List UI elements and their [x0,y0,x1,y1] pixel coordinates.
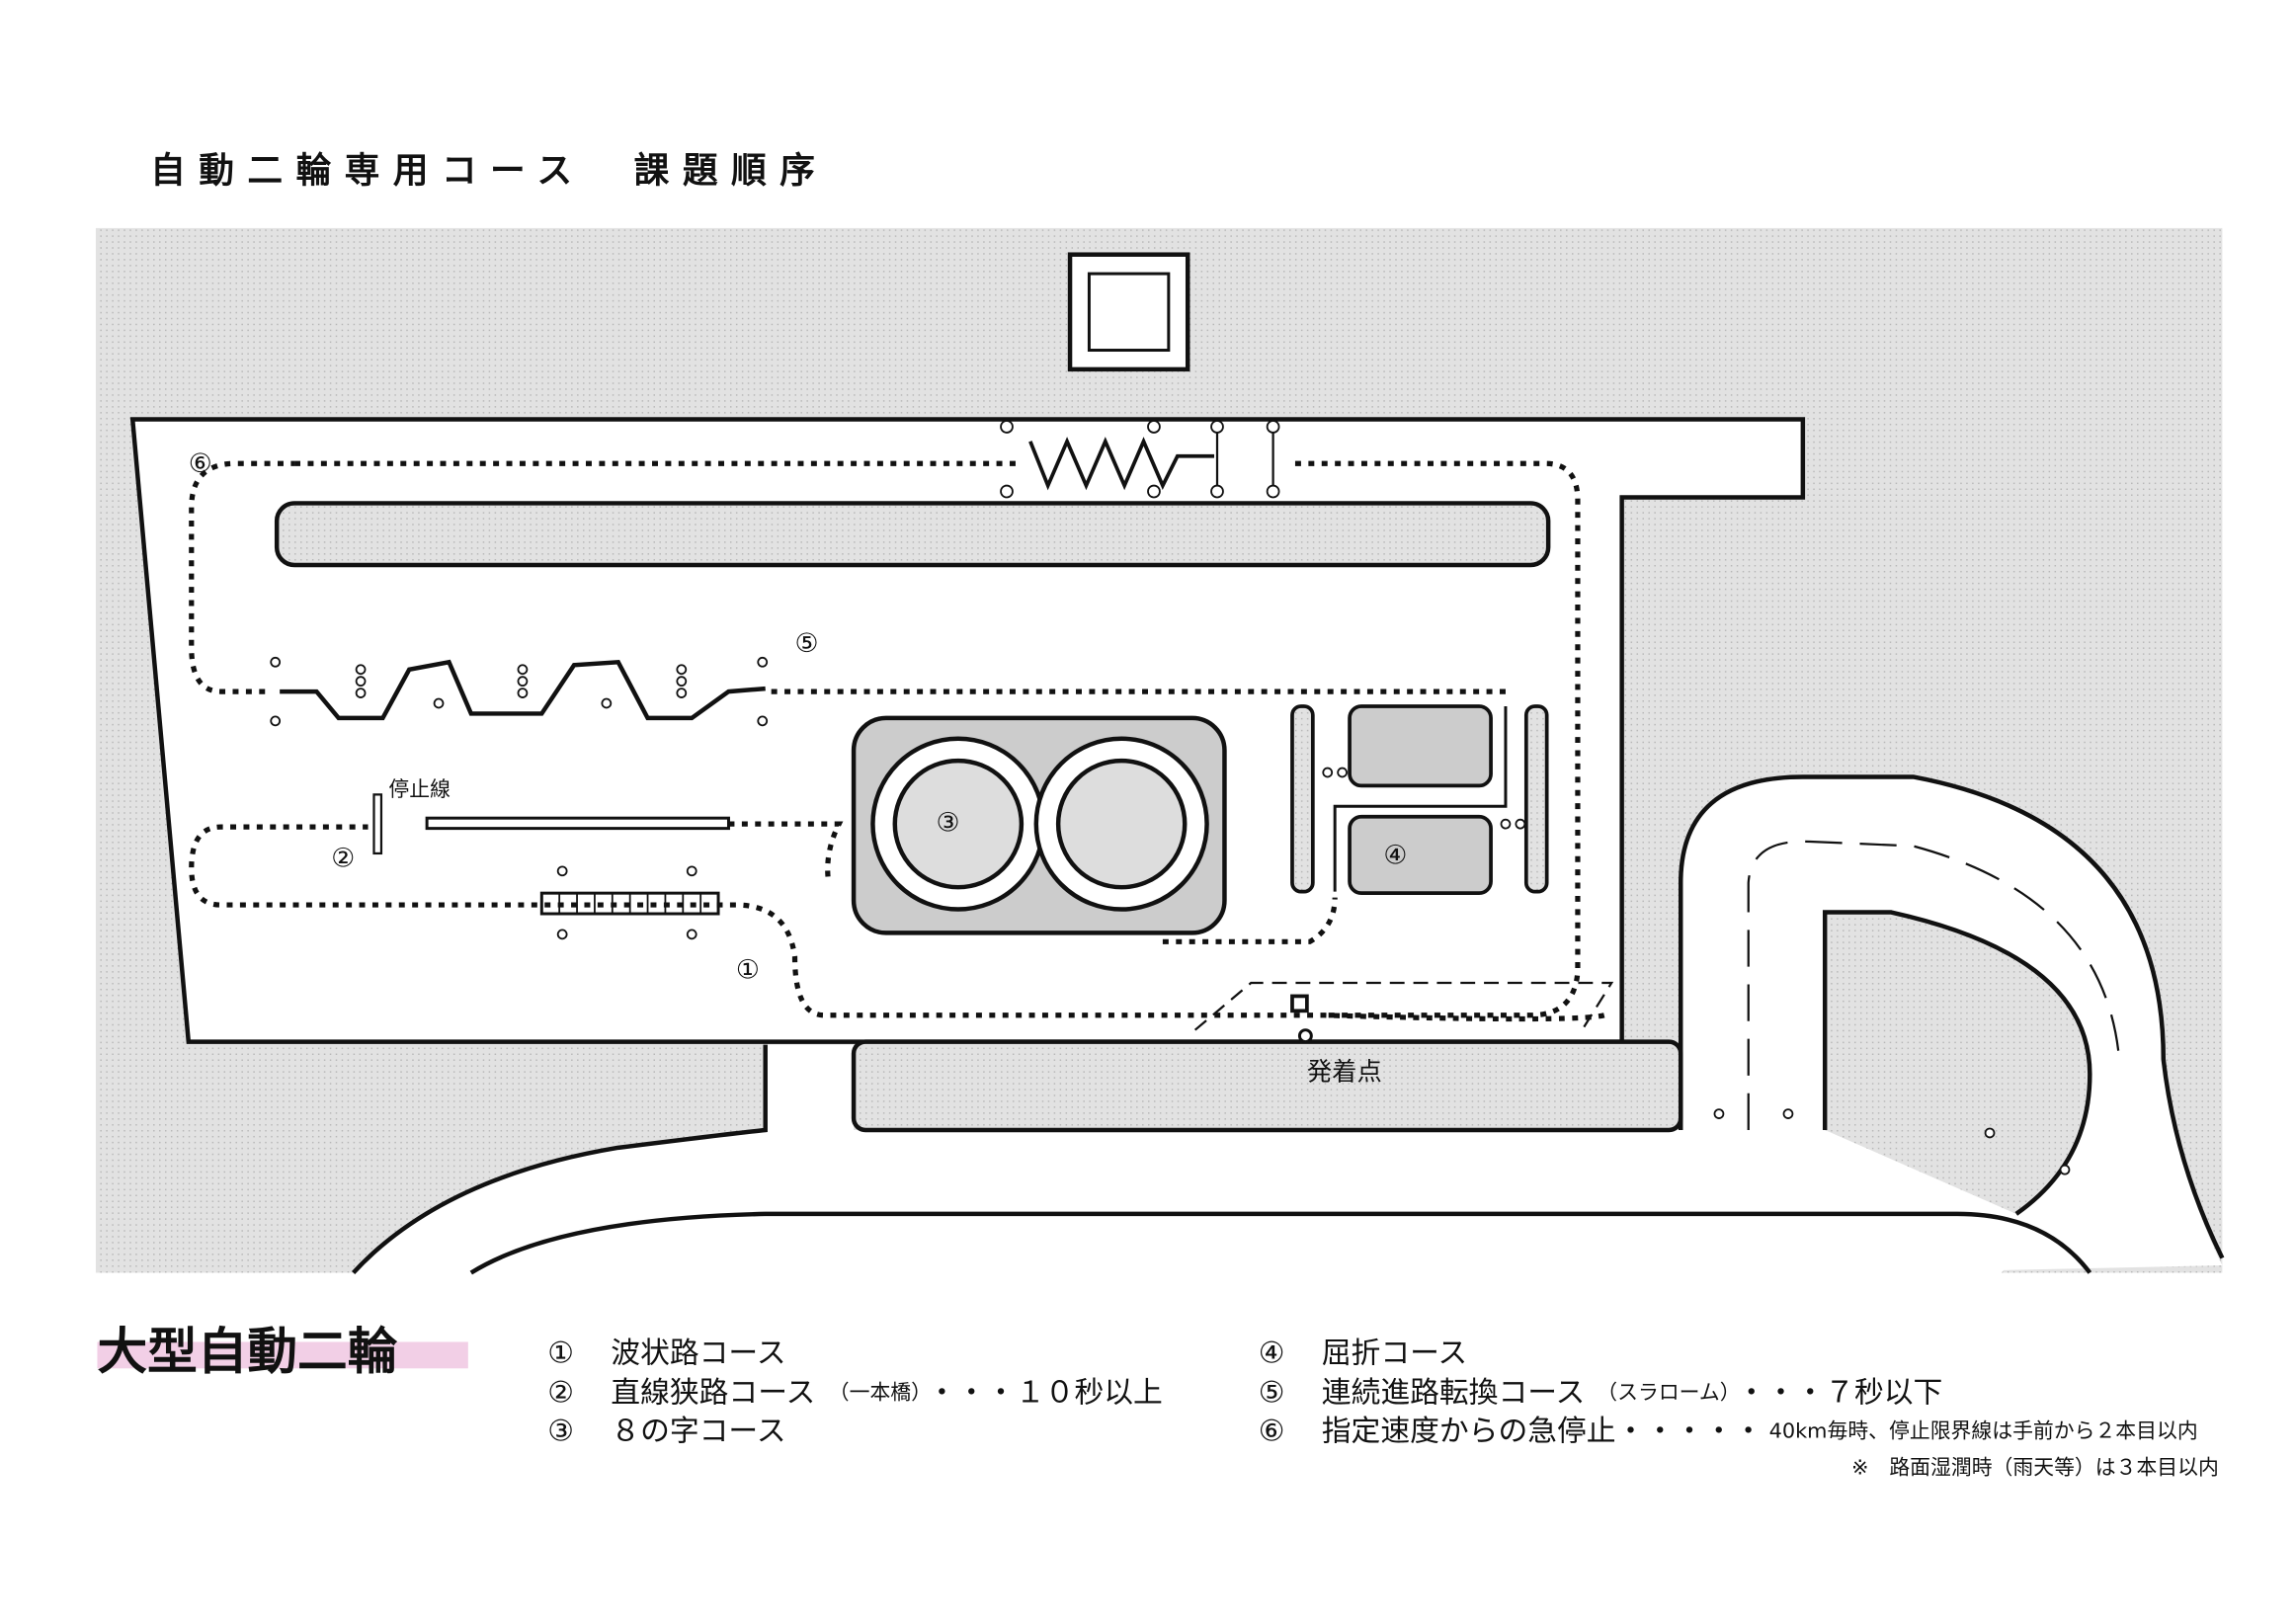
legend-heading: 大型自動二輪 [97,1322,397,1380]
svg-text:連続進路転換コース: 連続進路転換コース [1322,1376,1586,1411]
stop-line [372,793,383,855]
svg-text:（一本橋）: （一本橋） [829,1381,932,1405]
svg-text:⑥: ⑥ [1259,1414,1285,1448]
svg-text:指定速度からの急停止・・・・・: 指定速度からの急停止・・・・・ [1322,1414,1763,1448]
svg-text:屈折コース: 屈折コース [1322,1336,1467,1370]
top-island [274,501,1551,568]
legend-item: ⑤ 連続進路転換コース （スラローム） ・・・７秒以下 [1259,1376,1943,1411]
heading-highlight [97,1341,468,1369]
svg-text:・・・１０秒以上: ・・・１０秒以上 [928,1376,1163,1411]
stop-line-label: 停止線 [388,777,451,801]
start-point-label: 発着点 [1307,1056,1382,1086]
bottom-island [851,1039,1683,1133]
balance-beam [425,816,730,831]
marker-3: ③ [937,808,960,839]
svg-text:（スラローム）: （スラローム） [1597,1381,1740,1405]
legend-item: ② 直線狭路コース （一本橋） ・・・１０秒以上 [547,1376,1163,1411]
legend-item: ① 波状路コース [547,1336,785,1370]
svg-text:④: ④ [1259,1336,1285,1370]
legend-note: ※ 路面湿潤時（雨天等）は３本目以内 [1851,1456,2219,1480]
route-path [189,460,1605,1022]
marker-4: ④ [1383,840,1407,870]
svg-text:②: ② [547,1376,574,1411]
page-title: 自動二輪専用コース 課題順序 [150,151,828,192]
svg-text:直線狭路コース: 直線狭路コース [611,1376,815,1411]
slalom-course [280,659,766,721]
start-point-marker [1290,994,1309,1013]
svg-text:⑤: ⑤ [1259,1376,1285,1411]
outer-road [353,776,2223,1273]
marker-2: ② [331,843,355,873]
marker-5: ⑤ [795,628,819,659]
svg-text:①: ① [547,1336,574,1370]
legend-item: ④ 屈折コース [1259,1336,1467,1370]
svg-text:８の字コース: ８の字コース [611,1414,785,1448]
braking-zone [1028,437,1215,491]
legend-item: ③ ８の字コース [547,1414,785,1448]
marker-6: ⑥ [189,448,212,479]
pylons [270,420,2071,1175]
svg-text:40km毎時、停止限界線は手前から２本目以内: 40km毎時、停止限界線は手前から２本目以内 [1769,1418,2198,1442]
svg-text:・・・７秒以下: ・・・７秒以下 [1737,1376,1942,1411]
svg-text:③: ③ [547,1414,574,1448]
marker-1: ① [736,955,760,986]
legend-item: ⑥ 指定速度からの急停止・・・・・ 40km毎時、停止限界線は手前から２本目以内 [1259,1414,2198,1448]
crank-island [1290,704,1315,894]
svg-text:波状路コース: 波状路コース [611,1336,785,1370]
